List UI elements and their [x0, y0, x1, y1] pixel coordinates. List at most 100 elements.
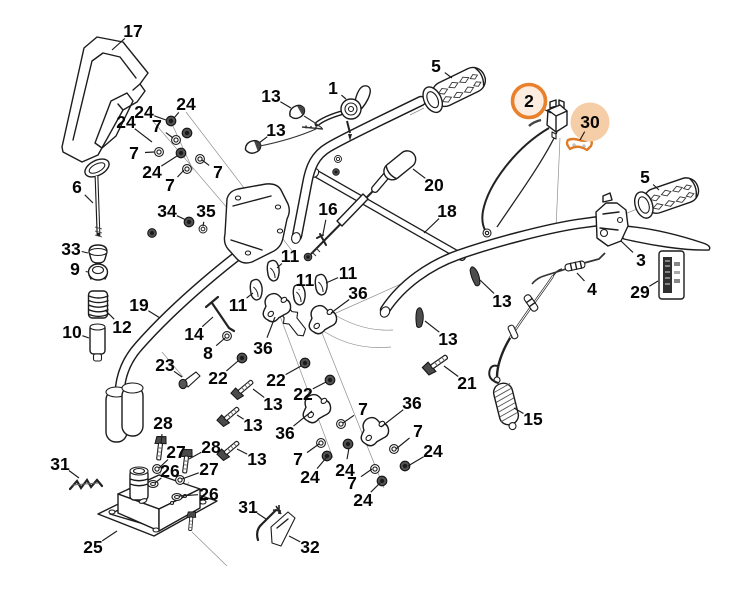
callout-6[interactable]: 6	[72, 177, 82, 197]
callout-24[interactable]: 24	[353, 490, 373, 510]
callout-16[interactable]: 16	[318, 199, 338, 219]
leader-line-19	[148, 310, 161, 319]
part-20-pull-handle	[303, 150, 417, 262]
callout-26[interactable]: 26	[160, 461, 180, 481]
callout-27[interactable]: 27	[199, 459, 218, 479]
callout-2[interactable]: 2	[524, 91, 534, 111]
callout-13[interactable]: 13	[438, 329, 458, 349]
callout-7[interactable]: 7	[413, 421, 423, 441]
leader-line-27	[181, 472, 199, 480]
part-3-brake-lever	[595, 192, 711, 251]
callout-36[interactable]: 36	[348, 283, 368, 303]
leader-line-32	[288, 535, 301, 543]
callout-25[interactable]: 25	[83, 537, 103, 557]
callout-24[interactable]: 24	[335, 460, 355, 480]
callout-7[interactable]: 7	[293, 449, 303, 469]
callout-10[interactable]: 10	[62, 322, 82, 342]
callout-13[interactable]: 13	[266, 120, 286, 140]
callout-5[interactable]: 5	[431, 56, 441, 76]
leader-line-26	[154, 477, 162, 484]
callout-12[interactable]: 12	[112, 317, 132, 337]
leader-line-13	[236, 414, 245, 420]
callout-11[interactable]: 11	[229, 295, 248, 315]
leader-line-25	[101, 530, 118, 542]
callout-22[interactable]: 22	[293, 384, 313, 404]
callout-28[interactable]: 28	[201, 437, 221, 457]
callout-7[interactable]: 7	[213, 162, 223, 182]
callout-21[interactable]: 21	[457, 373, 477, 393]
leader-line-24	[173, 112, 180, 119]
callout-36[interactable]: 36	[402, 393, 422, 413]
leader-line-30	[579, 131, 586, 141]
callout-24[interactable]: 24	[134, 102, 154, 122]
part-21-bolt	[421, 350, 451, 378]
callout-4[interactable]: 4	[587, 279, 597, 299]
leader-line-7	[177, 169, 185, 178]
callout-36[interactable]: 36	[275, 423, 295, 443]
callout-1[interactable]: 1	[328, 78, 338, 98]
leader-line-26	[178, 494, 199, 497]
callout-31[interactable]: 31	[50, 454, 70, 474]
leader-line-24	[160, 155, 178, 167]
callout-11[interactable]: 11	[296, 270, 315, 290]
leader-line-33	[81, 250, 89, 254]
callout-13[interactable]: 13	[243, 415, 263, 435]
leader-line-18	[423, 218, 440, 234]
callout-15[interactable]: 15	[523, 409, 543, 429]
callout-11[interactable]: 11	[281, 246, 300, 266]
callout-31[interactable]: 31	[238, 497, 258, 517]
callout-5[interactable]: 5	[640, 167, 650, 187]
clamp-cluster-upper	[246, 258, 341, 339]
callout-20[interactable]: 20	[424, 175, 444, 195]
callout-7[interactable]: 7	[347, 473, 357, 493]
callout-24[interactable]: 24	[116, 112, 136, 132]
callout-33[interactable]: 33	[61, 239, 81, 259]
leader-line-24	[346, 447, 350, 460]
callout-22[interactable]: 22	[266, 370, 286, 390]
callout-8[interactable]: 8	[203, 343, 213, 363]
leader-line-3	[620, 240, 634, 253]
callout-24[interactable]: 24	[300, 467, 320, 487]
callout-17[interactable]: 17	[123, 21, 142, 41]
callout-11[interactable]: 11	[339, 263, 358, 283]
callout-13[interactable]: 13	[247, 449, 267, 469]
leader-line-24	[154, 115, 167, 121]
cable-and-spring-15	[488, 268, 563, 431]
callout-9[interactable]: 9	[70, 259, 80, 279]
guard-plate	[223, 183, 290, 264]
callout-32[interactable]: 32	[300, 537, 320, 557]
callout-29[interactable]: 29	[630, 282, 650, 302]
leader-line-22	[226, 360, 239, 372]
callout-34[interactable]: 34	[157, 201, 177, 221]
callout-26[interactable]: 26	[199, 484, 219, 504]
callout-30[interactable]: 30	[580, 112, 600, 132]
callout-13[interactable]: 13	[492, 291, 512, 311]
callout-3[interactable]: 3	[636, 250, 646, 270]
part-29-label-sticker	[658, 250, 685, 300]
leader-line-20	[412, 168, 426, 179]
callout-7[interactable]: 7	[152, 116, 162, 136]
callout-14[interactable]: 14	[184, 324, 204, 344]
callout-18[interactable]: 18	[437, 201, 457, 221]
callout-24[interactable]: 24	[423, 441, 443, 461]
callout-19[interactable]: 19	[129, 295, 149, 315]
callout-22[interactable]: 22	[208, 368, 228, 388]
callout-7[interactable]: 7	[358, 399, 368, 419]
callout-36[interactable]: 36	[253, 338, 273, 358]
callout-27[interactable]: 27	[166, 442, 185, 462]
part-31-clip-left	[68, 478, 104, 491]
callout-7[interactable]: 7	[165, 175, 175, 195]
callout-28[interactable]: 28	[153, 413, 173, 433]
callout-13[interactable]: 13	[263, 394, 283, 414]
callout-23[interactable]: 23	[155, 355, 175, 375]
leader-line-7	[342, 414, 355, 424]
part-12-spring	[87, 290, 109, 319]
callout-24[interactable]: 24	[176, 94, 196, 114]
callout-35[interactable]: 35	[196, 201, 216, 221]
callout-7[interactable]: 7	[129, 143, 139, 163]
callout-13[interactable]: 13	[261, 86, 281, 106]
leader-line-11	[325, 277, 339, 284]
callout-24[interactable]: 24	[142, 162, 162, 182]
leader-line-24	[370, 482, 381, 493]
highlight-layer	[510, 82, 610, 142]
